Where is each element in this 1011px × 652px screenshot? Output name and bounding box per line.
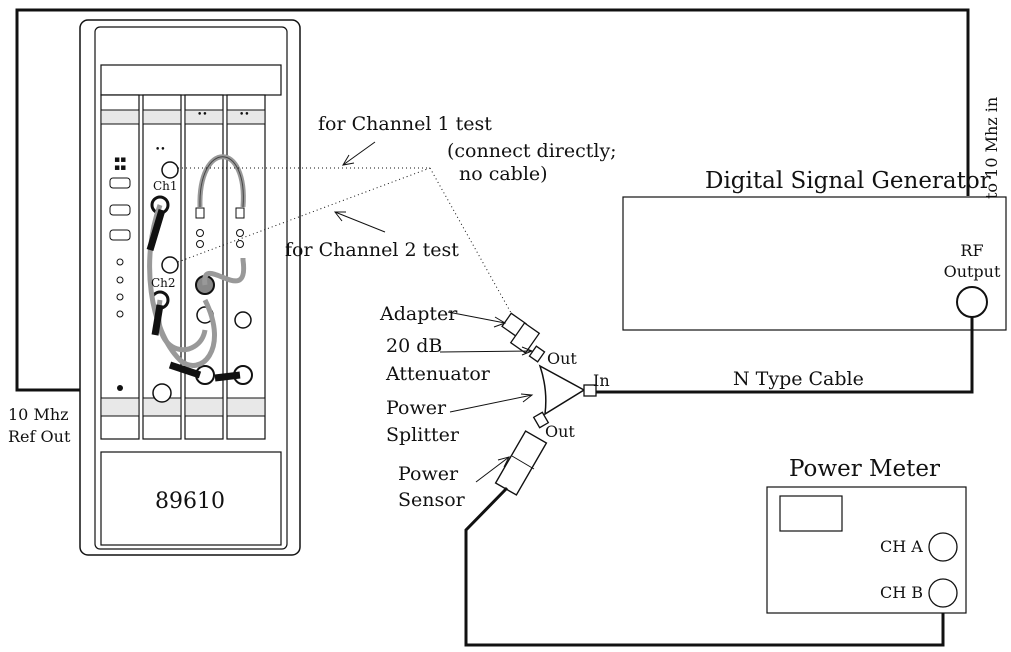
power-sensor [494, 430, 548, 496]
sensor-label-line2: Sensor [398, 489, 466, 511]
ref-in-label: to 10 Mhz in [982, 97, 1001, 199]
power-splitter [538, 364, 586, 416]
svg-text:▪▪: ▪▪ [114, 163, 126, 173]
ref-cable [15, 8, 970, 392]
out-top-label: Out [547, 349, 577, 368]
analyzer-chassis: ▪▪ ▪▪ •• •• •• [79, 19, 301, 556]
power-meter-label: Power Meter [789, 456, 940, 482]
splitter-label-line1: Power [386, 397, 447, 419]
n-type-cable-label: N Type Cable [733, 368, 864, 390]
adapter-label: Adapter [379, 303, 458, 325]
sensor-label-line1: Power [398, 463, 459, 485]
ch-b-label: CH B [880, 583, 923, 602]
ch1-test-label: for Channel 1 test [318, 113, 492, 135]
sensor-cable [464, 486, 945, 647]
analyzer-model-label: 89610 [155, 489, 225, 514]
svg-text:••: •• [197, 110, 208, 120]
ch-a-connector [928, 532, 958, 562]
ch-b-connector [928, 578, 958, 608]
power-meter-display [779, 495, 843, 532]
ref-out-label-line2: Ref Out [8, 427, 71, 446]
svg-text:••: •• [155, 145, 166, 155]
splitter-in-port [583, 384, 597, 397]
signal-generator-label: Digital Signal Generator [705, 168, 991, 194]
ch1-port-label: Ch1 [153, 179, 178, 193]
splitter-label-line2: Splitter [386, 424, 460, 446]
attenuator-label-line1: 20 dB [386, 335, 442, 357]
rf-output-label-line1: RF [960, 241, 983, 260]
attenuator-label-line2: Attenuator [385, 363, 491, 385]
connect-directly-label-line1: (connect directly; [447, 140, 617, 162]
attenuator [528, 345, 546, 363]
ch2-test-path [177, 167, 431, 263]
ch-a-label: CH A [880, 537, 923, 556]
svg-text:••: •• [239, 110, 250, 120]
ref-out-label-line1: 10 Mhz [8, 405, 69, 424]
signal-generator-box [622, 196, 1007, 331]
in-label: In [593, 371, 610, 390]
out-bottom-label: Out [545, 422, 575, 441]
ch2-test-label: for Channel 2 test [285, 239, 459, 261]
ch1-arrow [342, 141, 376, 166]
connect-directly-label-line2: no cable) [459, 163, 548, 185]
adapter [501, 312, 541, 354]
leader-lines [439, 311, 534, 483]
svg-text:▪▪: ▪▪ [114, 155, 126, 165]
rf-output-label-line2: Output [944, 262, 1001, 281]
rf-output-connector [956, 286, 988, 318]
n-type-cable [596, 317, 974, 394]
ch2-port-label: Ch2 [151, 276, 176, 290]
ch2-arrow [333, 211, 386, 233]
